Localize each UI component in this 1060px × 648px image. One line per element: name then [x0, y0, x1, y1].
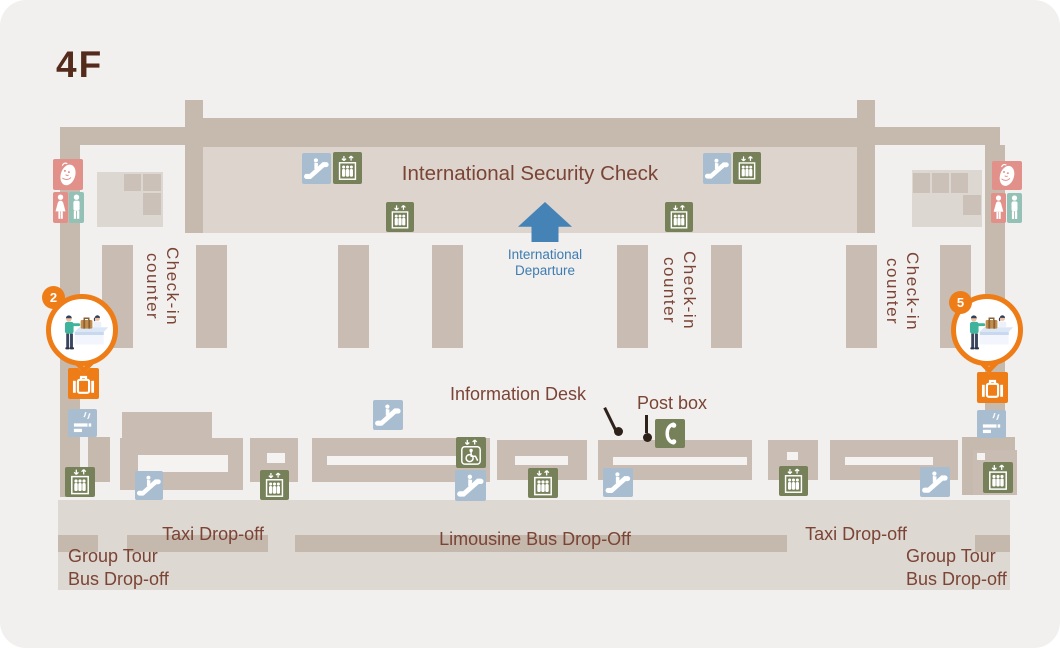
marker-badge[interactable]: 5: [949, 291, 972, 314]
limousine-bus-dropoff-label: Limousine Bus Drop-Off: [439, 529, 631, 549]
road-lane-strip: [295, 535, 787, 552]
wall-segment: [857, 100, 875, 233]
post-box-pointer: [645, 415, 648, 433]
checkin-counter-line1: Check-in: [903, 252, 922, 332]
accessible-elevator-icon: [456, 437, 486, 468]
escalator-icon: [455, 470, 486, 501]
elevator-icon: [983, 462, 1013, 493]
checkin-desk-illustration: [53, 301, 111, 359]
wall-segment: [203, 118, 857, 147]
group-tour-line2: Bus Drop-off: [68, 569, 169, 589]
room-tile: [143, 174, 161, 191]
island-slot: [977, 453, 985, 460]
telephone-icon: [655, 419, 685, 448]
mens-restroom-icon: [1007, 193, 1022, 223]
elevator-icon: [528, 468, 558, 498]
nursery-icon: [53, 159, 83, 190]
checkin-counter-line2: counter: [660, 257, 679, 325]
room-tile: [913, 173, 930, 193]
room-tile: [124, 174, 141, 191]
elevator-icon: [260, 470, 289, 500]
checkin-counter-line1: Check-in: [680, 251, 699, 331]
marker-badge[interactable]: 2: [42, 286, 65, 309]
elevator-icon: [65, 467, 95, 497]
elevator-icon: [386, 202, 414, 232]
group-tour-line2: Bus Drop-off: [906, 569, 1007, 589]
escalator-icon: [603, 468, 633, 497]
island-slot: [845, 457, 933, 465]
road-lane-strip: [975, 535, 1010, 552]
post-box-dot: [643, 433, 652, 442]
checkin-counter-label: Check-in counter: [140, 233, 182, 341]
checkin-column: [196, 245, 227, 348]
checkin-counter-line1: Check-in: [163, 247, 182, 327]
group-tour-line1: Group Tour: [68, 546, 158, 566]
room-tile: [963, 195, 981, 215]
mens-restroom-icon: [69, 192, 84, 223]
departure-line2: Departure: [514, 263, 576, 278]
taxi-dropoff-label-left: Taxi Drop-off: [162, 524, 264, 544]
escalator-icon: [920, 467, 950, 497]
elevator-icon: [333, 152, 362, 184]
group-tour-dropoff-label-left: Group Tour Bus Drop-off: [68, 545, 169, 591]
taxi-dropoff-label-right: Taxi Drop-off: [805, 524, 907, 544]
road-lane-strip: [127, 535, 268, 552]
escalator-icon: [373, 400, 403, 430]
elevator-icon: [733, 152, 761, 184]
island-slot: [787, 452, 798, 460]
island-slot: [138, 455, 228, 472]
info-desk-label: Information Desk: [450, 384, 587, 404]
baggage-counter-icon: [977, 372, 1008, 403]
escalator-icon: [302, 153, 331, 184]
island-slot: [515, 456, 568, 465]
group-tour-dropoff-label-right: Group Tour Bus Drop-off: [906, 545, 1007, 591]
smoking-area-icon: [68, 409, 97, 437]
elevator-icon: [665, 202, 693, 232]
dropoff-island: [122, 412, 212, 440]
womens-restroom-icon: [991, 193, 1006, 223]
elevator-icon: [779, 466, 808, 496]
escalator-icon: [135, 471, 163, 500]
floor-label: 4F: [56, 44, 104, 85]
checkin-column: [846, 245, 877, 348]
road-lane-strip: [58, 535, 98, 552]
island-slot: [267, 453, 285, 463]
departure-arrow-label: International Departure: [477, 247, 613, 279]
island-slot: [327, 456, 485, 465]
room-tile: [932, 173, 949, 193]
smoking-area-icon: [977, 410, 1006, 438]
post-box-label: Post box: [637, 393, 708, 413]
departure-line1: International: [507, 247, 583, 262]
info-desk-dot: [614, 427, 623, 436]
room-tile: [143, 193, 161, 215]
wall-segment: [185, 100, 203, 233]
security-check-label: International Security Check: [401, 162, 659, 185]
nursery-icon: [992, 161, 1022, 190]
checkin-column: [711, 245, 742, 348]
womens-restroom-icon: [53, 192, 68, 223]
checkin-column: [338, 245, 369, 348]
wall-segment: [872, 127, 1000, 145]
room-tile: [951, 173, 968, 193]
checkin-column: [617, 245, 648, 348]
checkin-counter-label: Check-in counter: [880, 238, 922, 346]
checkin-counter-line2: counter: [143, 253, 162, 321]
island-slot: [613, 457, 747, 465]
checkin-counter-label: Check-in counter: [657, 237, 699, 345]
group-tour-line1: Group Tour: [906, 546, 996, 566]
wall-segment: [60, 127, 188, 145]
escalator-icon: [703, 153, 731, 184]
map-marker-2[interactable]: [46, 294, 118, 366]
checkin-counter-line2: counter: [883, 258, 902, 326]
checkin-column: [432, 245, 463, 348]
